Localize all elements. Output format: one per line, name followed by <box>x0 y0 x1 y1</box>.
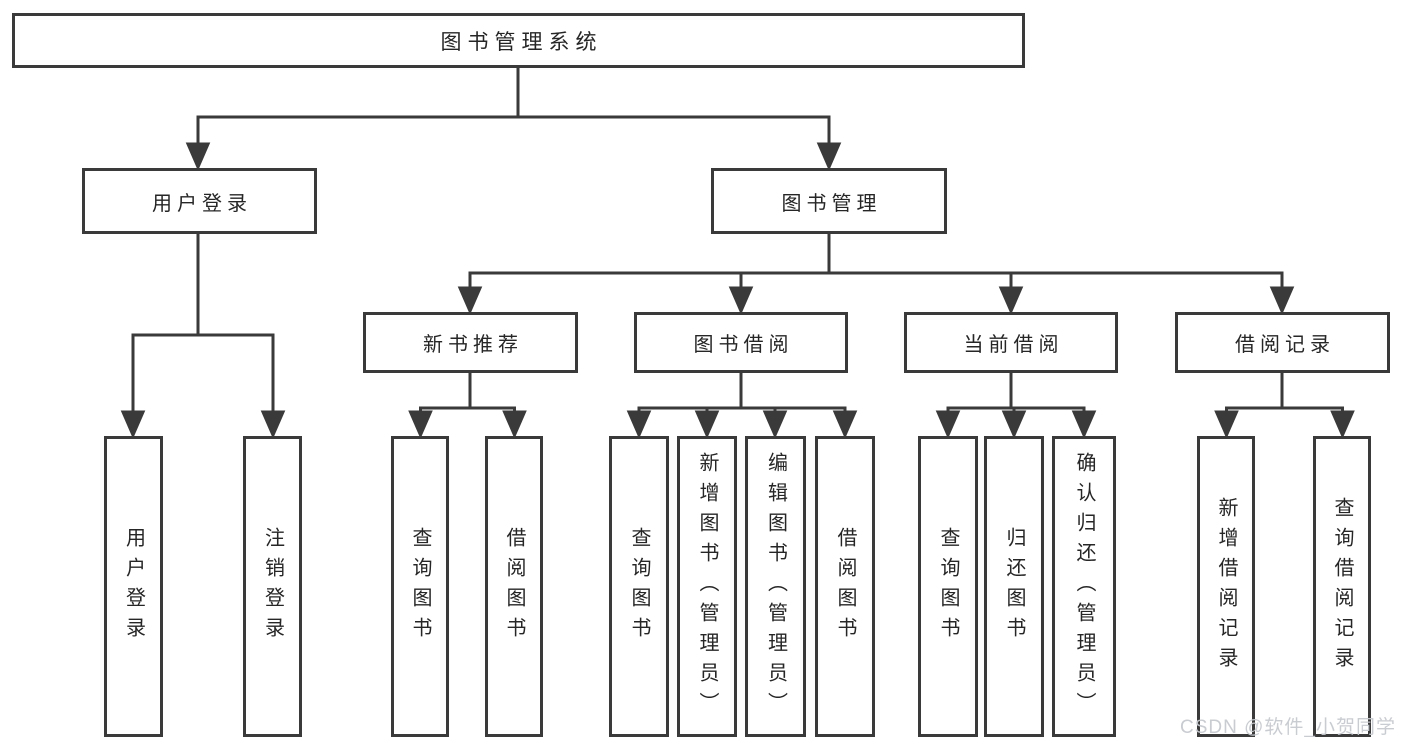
leaf-label: 新增图书（管理员） <box>696 451 718 722</box>
node-borrowing-records: 借阅记录 <box>1175 312 1390 373</box>
node-label: 借阅记录 <box>1235 334 1335 356</box>
watermark: CSDN @软件_小贺同学 <box>1180 717 1396 738</box>
connector-borrowing-records-group <box>1214 373 1355 439</box>
leaf-label: 用户登录 <box>122 526 145 647</box>
leaf-confirm-return-admin: 确认归还（管理员） <box>1052 436 1116 737</box>
leaf-label: 查询图书 <box>409 526 431 647</box>
node-label: 图书借阅 <box>693 334 794 356</box>
leaf-label: 注销登录 <box>261 526 284 647</box>
connector-book-management-to-level3 <box>457 234 1295 315</box>
leaf-borrow-books-borrowing: 借阅图书 <box>815 436 875 737</box>
connector-root-to-level2 <box>185 68 842 171</box>
leaf-query-books-recommend: 查询图书 <box>391 436 449 737</box>
leaf-label: 借阅图书 <box>834 526 856 647</box>
leaf-query-books-borrowing: 查询图书 <box>609 436 669 737</box>
node-library-management-system: 图书管理系统 <box>12 13 1025 68</box>
leaf-query-books-current: 查询图书 <box>918 436 978 737</box>
node-label: 当前借阅 <box>963 334 1064 356</box>
leaf-edit-book-admin: 编辑图书（管理员） <box>745 436 806 737</box>
leaf-label: 查询借阅记录 <box>1331 496 1353 677</box>
leaf-label: 编辑图书（管理员） <box>764 451 787 722</box>
leaf-label: 确认归还（管理员） <box>1073 451 1095 722</box>
leaf-user-login: 用户登录 <box>104 436 163 737</box>
node-label: 图书管理 <box>781 192 882 215</box>
node-current-borrowing: 当前借阅 <box>904 312 1118 373</box>
leaf-label: 查询图书 <box>628 526 650 647</box>
node-label: 图书管理系统 <box>440 30 603 54</box>
leaf-label: 归还图书 <box>1003 526 1025 647</box>
leaf-label: 借阅图书 <box>503 526 525 647</box>
connector-user-login-group <box>120 234 286 439</box>
node-label: 用户登录 <box>152 192 252 215</box>
leaf-add-borrow-record: 新增借阅记录 <box>1197 436 1255 737</box>
node-user-login: 用户登录 <box>82 168 317 234</box>
leaf-query-borrow-record: 查询借阅记录 <box>1313 436 1371 737</box>
connector-new-book-recommendation-group <box>408 373 527 439</box>
leaf-label: 新增借阅记录 <box>1215 496 1237 677</box>
node-book-management: 图书管理 <box>711 168 947 234</box>
node-new-book-recommendation: 新书推荐 <box>363 312 578 373</box>
node-book-borrowing: 图书借阅 <box>634 312 848 373</box>
leaf-add-book-admin: 新增图书（管理员） <box>677 436 737 737</box>
leaf-logout: 注销登录 <box>243 436 302 737</box>
connector-book-borrowing-group <box>626 373 858 439</box>
leaf-label: 查询图书 <box>937 526 959 647</box>
node-label: 新书推荐 <box>423 334 523 356</box>
leaf-return-books: 归还图书 <box>984 436 1044 737</box>
connector-current-borrowing-group <box>935 373 1097 439</box>
leaf-borrow-books-recommend: 借阅图书 <box>485 436 543 737</box>
